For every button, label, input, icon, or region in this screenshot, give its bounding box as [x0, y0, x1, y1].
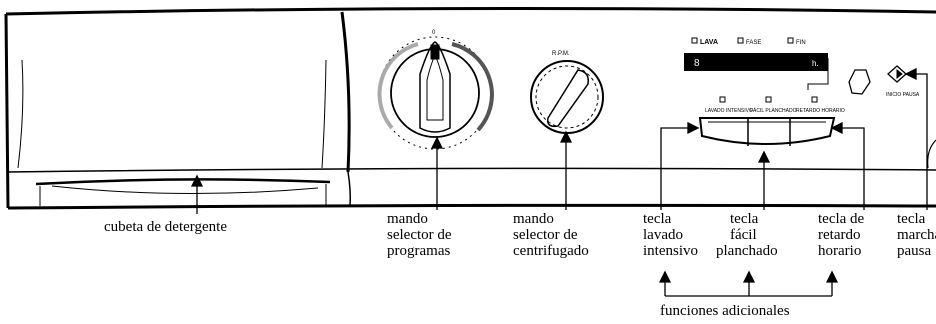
- start-pause-callout-label: tecla marcha pausa: [897, 211, 936, 259]
- time-display: [684, 53, 828, 71]
- easy-iron-label: tecla fácil planchado: [716, 211, 778, 259]
- detergent-drawer-label: cubeta de detergente: [104, 219, 227, 235]
- start-pause-button: [848, 65, 907, 95]
- intensive-wash-label: tecla lavado intensivo: [643, 211, 698, 259]
- indicator-label-fin: FIN: [796, 40, 806, 46]
- button-label-easy-iron: FÁCIL PLANCHADO: [750, 107, 797, 114]
- display-value: 8: [694, 58, 700, 69]
- indicator-label-fase: FASE: [746, 40, 761, 46]
- indicator-label-lava: LAVA: [700, 39, 718, 46]
- button-label-intensive: LAVADO INTENSIVO: [705, 108, 753, 114]
- button-label-delay: RETARDO HORARIO: [796, 108, 845, 114]
- spin-selector-knob: [530, 60, 604, 134]
- indicator-leds: [691, 37, 794, 44]
- callout-arrows: [190, 67, 928, 297]
- display-connector: [807, 58, 829, 90]
- function-button-leds: [719, 96, 818, 103]
- spin-knob-label: R.P.M.: [552, 51, 570, 57]
- additional-functions-label: funciones adicionales: [660, 303, 790, 319]
- spin-selector-label: mando selector de centrifugado: [513, 211, 589, 259]
- program-knob-marker: 0: [432, 30, 436, 36]
- program-selector-knob: [377, 36, 494, 150]
- function-buttons: [698, 117, 836, 146]
- start-pause-label: INICIO PAUSA: [886, 92, 920, 98]
- edge-detail: [927, 139, 936, 169]
- program-selector-label: mando selector de programas: [387, 211, 452, 259]
- delay-timer-label: tecla de retardo horario: [818, 211, 865, 259]
- display-unit: h.: [812, 59, 819, 68]
- detergent-drawer: [17, 59, 331, 206]
- control-panel-outline: [4, 6, 936, 210]
